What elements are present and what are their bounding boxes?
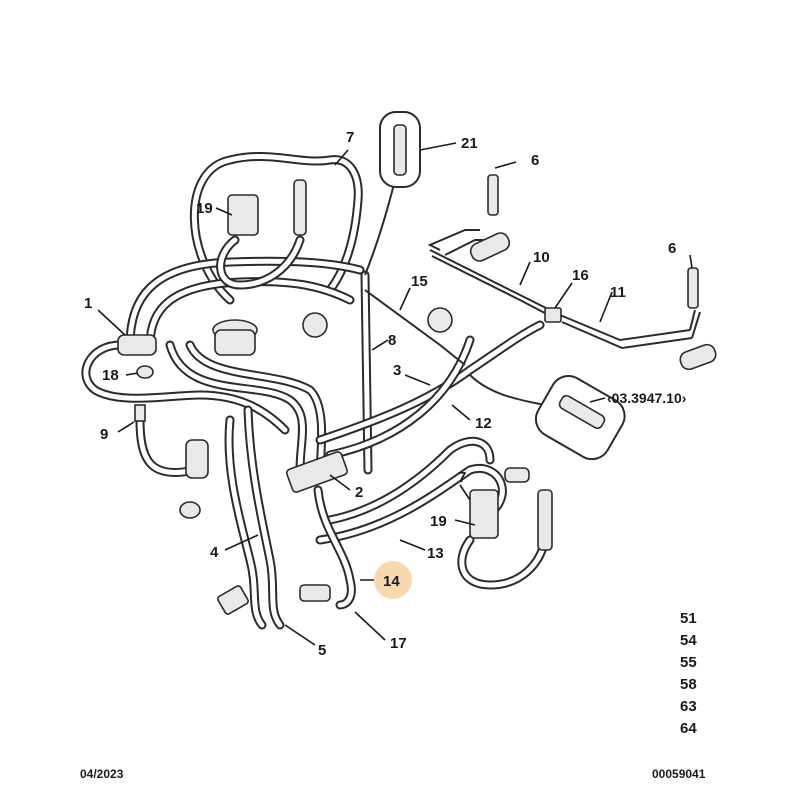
hose-7-top-loop-inner [191,153,361,303]
clip-5 [217,585,249,615]
wire-21 [364,179,396,276]
callout-19-top[interactable]: 19 [196,200,213,217]
callout-6-right[interactable]: 6 [668,240,676,257]
callout-21[interactable]: 21 [461,135,478,152]
callout-15[interactable]: 15 [411,273,428,290]
connector-9 [134,404,146,422]
part-number[interactable]: 64 [680,720,697,737]
callout-1[interactable]: 1 [84,295,92,312]
sensor-right [427,307,453,333]
callout-9[interactable]: 9 [100,426,108,443]
callout-4[interactable]: 4 [210,544,219,561]
callout-17[interactable]: 17 [390,635,407,652]
pipe-11-end [689,309,701,339]
loose-clip [179,501,201,519]
manifold-2 [285,451,349,493]
nozzle-11 [679,343,717,371]
callout-12[interactable]: 12 [475,415,492,432]
reference-code[interactable]: ‹03.3947.10› [607,390,687,406]
hose-12 [325,335,475,460]
hose-group [81,151,550,630]
fuel-filter [117,334,157,356]
rigid-pipes [364,179,701,406]
leader-lines [97,142,693,646]
callout-6-top[interactable]: 6 [531,152,539,169]
part-number[interactable]: 58 [680,676,697,693]
callout-19-right[interactable]: 19 [430,513,447,530]
callout-7-top[interactable]: 7 [346,129,354,146]
callout-11[interactable]: 11 [610,284,626,301]
clip-pair [504,467,530,483]
callout-labels[interactable]: 1 2 3 4 5 6 6 7 7 8 9 10 11 12 13 14 15 … [84,129,687,659]
callout-13[interactable]: 13 [427,545,444,562]
sensor-left [302,312,328,338]
footer-date: 04/2023 [80,767,124,781]
nozzle-10 [469,232,511,262]
components [117,111,717,615]
part-number[interactable]: 54 [680,632,697,649]
callout-16[interactable]: 16 [572,267,589,284]
valve-17 [299,584,331,602]
callout-2[interactable]: 2 [355,484,363,501]
bracket-7 [469,489,499,539]
part-number[interactable]: 51 [680,610,697,627]
probe-right [537,489,553,551]
callout-14[interactable]: 14 [383,573,400,590]
callout-3[interactable]: 3 [393,362,401,379]
highlight-14 [374,561,412,599]
callout-8[interactable]: 8 [388,332,396,349]
wire-ref [469,374,546,406]
bracket-19-top [227,194,259,236]
pipe-15 [364,289,466,366]
callout-7-right[interactable]: 7 [458,469,466,486]
pipe-11 [559,314,693,350]
probe-top [293,179,307,236]
callout-18[interactable]: 18 [102,367,119,384]
tee-16 [544,307,562,323]
plug-18 [136,365,154,379]
part-number[interactable]: 63 [680,698,697,715]
pipe-10 [427,229,485,256]
part-number[interactable]: 55 [680,654,697,671]
callout-10[interactable]: 10 [533,249,550,266]
callout-5[interactable]: 5 [318,642,326,659]
fitting-6-right [687,267,699,309]
footer-doc-number: 00059041 [652,767,706,781]
fitting-6-top [487,174,499,216]
cylinder [185,439,209,479]
